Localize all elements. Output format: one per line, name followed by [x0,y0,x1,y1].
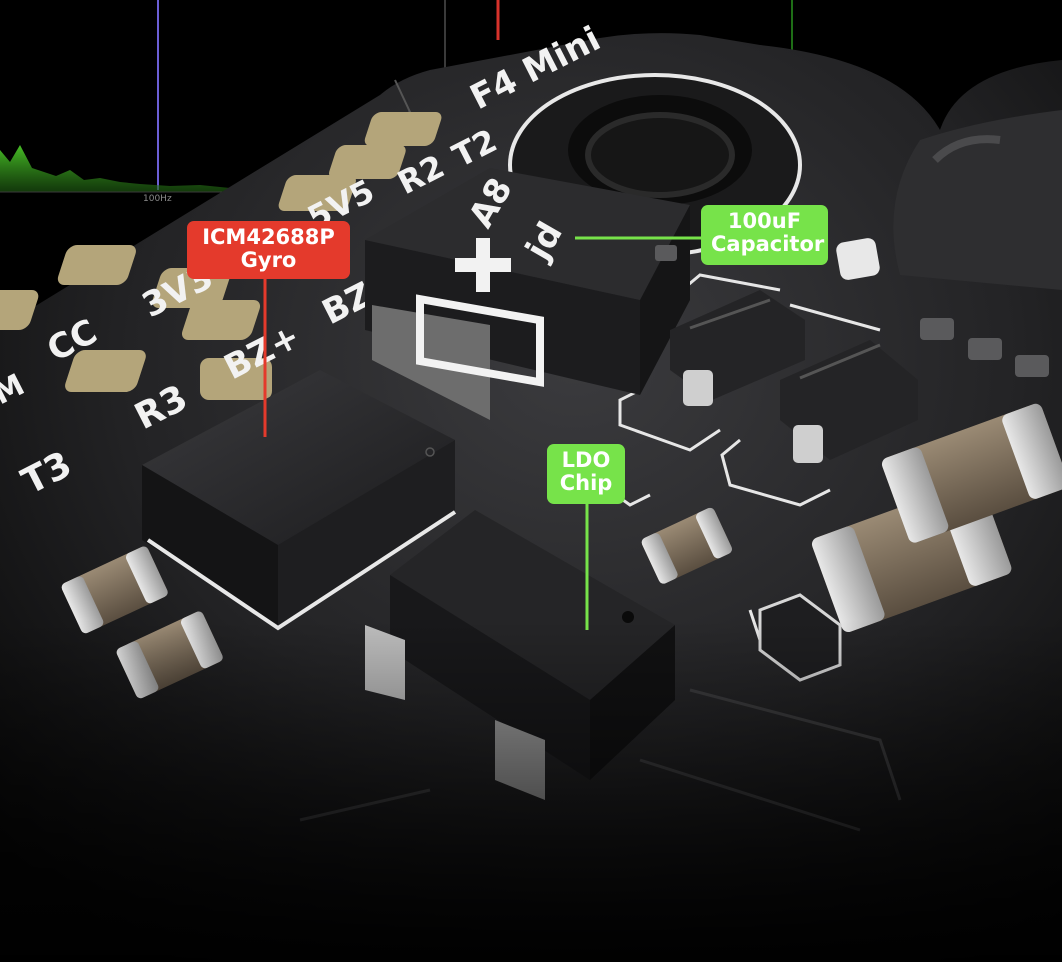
smd-pad-white [836,238,880,280]
smd-capacitor [61,546,168,634]
gyro-chip [142,370,457,631]
transistor-line [799,343,881,380]
spectrum-graph: 100Hz [0,0,793,204]
tantalum-capacitor: A8 jd [365,168,690,420]
sot-transistors [670,290,918,463]
smd-resistor [655,245,677,261]
solder-pad [278,175,356,211]
gyro-chip-dot [425,447,435,457]
capacitor-side [640,205,690,395]
gyro-chip-side-left [142,465,278,625]
ldo-callout-title: LDO [561,448,611,472]
polarity-box [416,294,544,387]
ldo-callout-subtitle: Chip [559,471,613,495]
smd-end [61,576,104,634]
silkscreen-outline [789,303,881,332]
smd-end [1002,403,1062,499]
silkscreen-outline [720,438,831,507]
smd-capacitor-large [881,403,1062,543]
bracket-highlight [932,135,1001,163]
smd-end [696,507,732,559]
solder-pad [65,350,146,392]
gyro-chip-side-right [278,440,455,625]
smd-end [641,533,678,584]
solder-pad [181,300,261,340]
gyro-callout-subtitle: Gyro [240,248,297,272]
solder-pad [0,290,39,330]
capacitor-callout-title: 100uF [727,209,802,233]
smd-resistor [920,318,954,340]
solder-pad [200,358,272,400]
transistor-line [689,298,771,330]
mounting-hole-threads [585,112,735,198]
bottom-vignette [0,620,1062,962]
capacitor-top [365,168,690,300]
solder-pads [0,112,442,400]
capacitor-polarity-mark [416,238,544,387]
smd-end [881,447,949,543]
smd-resistor [1015,355,1049,377]
capacitor-callout-subtitle: Capacitor [711,232,825,256]
polarity-plus-v [476,238,490,292]
transistor-lead [683,370,713,406]
solder-pad [364,112,442,146]
solder-pad [329,145,406,179]
smd-end [125,546,168,604]
solder-pad [57,245,136,285]
gyro-chip-top [142,370,455,545]
gyro-callout-title: ICM42688P [202,225,335,249]
silkscreen-outline [618,388,721,452]
ldo-callout: LDO Chip [547,444,625,504]
gyro-callout: ICM42688P Gyro [187,221,350,279]
spectrum-noise-area [0,145,260,192]
smd-end [811,526,885,632]
smd-capacitor [641,507,732,584]
spectrum-freq-label: 100Hz [143,194,172,204]
transistor-lead [793,425,823,463]
smd-resistor [968,338,1002,360]
capacitor-callout: 100uF Capacitor [701,205,828,265]
